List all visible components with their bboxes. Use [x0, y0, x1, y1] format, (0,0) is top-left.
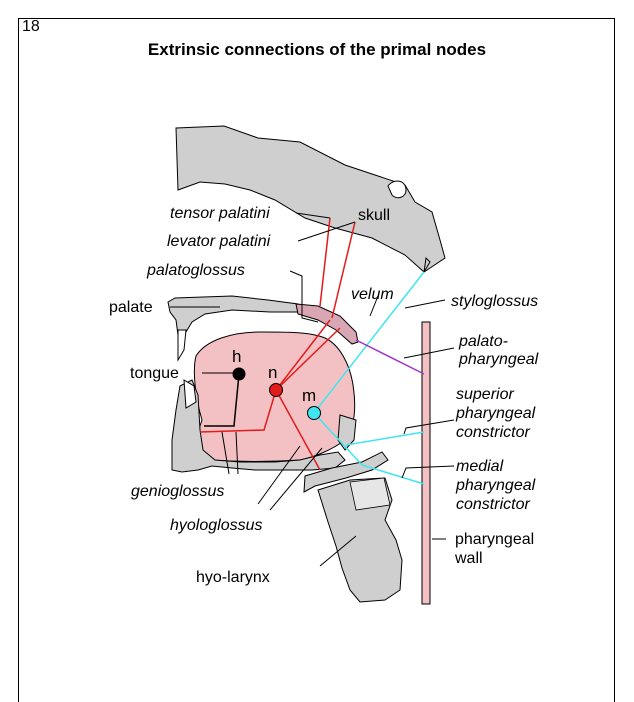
- pharyngeal-wall-label-1: pharyngeal: [455, 531, 534, 548]
- medial-label-3: constrictor: [456, 496, 530, 513]
- palate-label: palate: [109, 299, 153, 316]
- palato-pharyngeal-label-2: pharyngeal: [458, 351, 539, 368]
- skull-label: skull: [358, 207, 390, 224]
- upper-tooth: [178, 330, 186, 360]
- palate-shape: [168, 296, 300, 335]
- hyoglossus-label: hyologlossus: [170, 517, 263, 534]
- levator-palatini-label: levator palatini: [167, 233, 271, 250]
- palatoglossus-label: palatoglossus: [146, 262, 245, 279]
- pharyngeal-wall-bar: [422, 322, 430, 604]
- superior-label-2: pharyngeal: [455, 405, 536, 422]
- node-h: [233, 368, 245, 380]
- node-h-label: h: [232, 347, 241, 366]
- levator-palatini-line: [332, 222, 355, 318]
- medial-label-1: medial: [456, 458, 504, 475]
- palato-pharyngeal-label-1: palato-: [458, 333, 508, 350]
- thyroid-highlight: [350, 478, 390, 510]
- node-n: [270, 384, 283, 397]
- superior-constrictor-line: [346, 432, 424, 445]
- node-m-label: m: [302, 386, 316, 405]
- node-n-label: n: [268, 363, 277, 382]
- palatopharyngeal-line: [356, 340, 424, 374]
- medial-label-2: pharyngeal: [455, 477, 536, 494]
- styloglossus-label: styloglossus: [451, 293, 538, 310]
- tensor-palatini-label: tensor palatini: [170, 205, 270, 222]
- skull-shape: [176, 126, 445, 272]
- tongue-label: tongue: [130, 365, 179, 382]
- superior-label-1: superior: [456, 386, 514, 403]
- node-m: [308, 407, 321, 420]
- superior-label-3: constrictor: [456, 424, 530, 441]
- pharyngeal-wall-label-2: wall: [454, 550, 483, 567]
- genioglossus-label: genioglossus: [131, 483, 224, 500]
- velum-label: velum: [351, 286, 394, 303]
- hyo-larynx-label: hyo-larynx: [196, 569, 270, 586]
